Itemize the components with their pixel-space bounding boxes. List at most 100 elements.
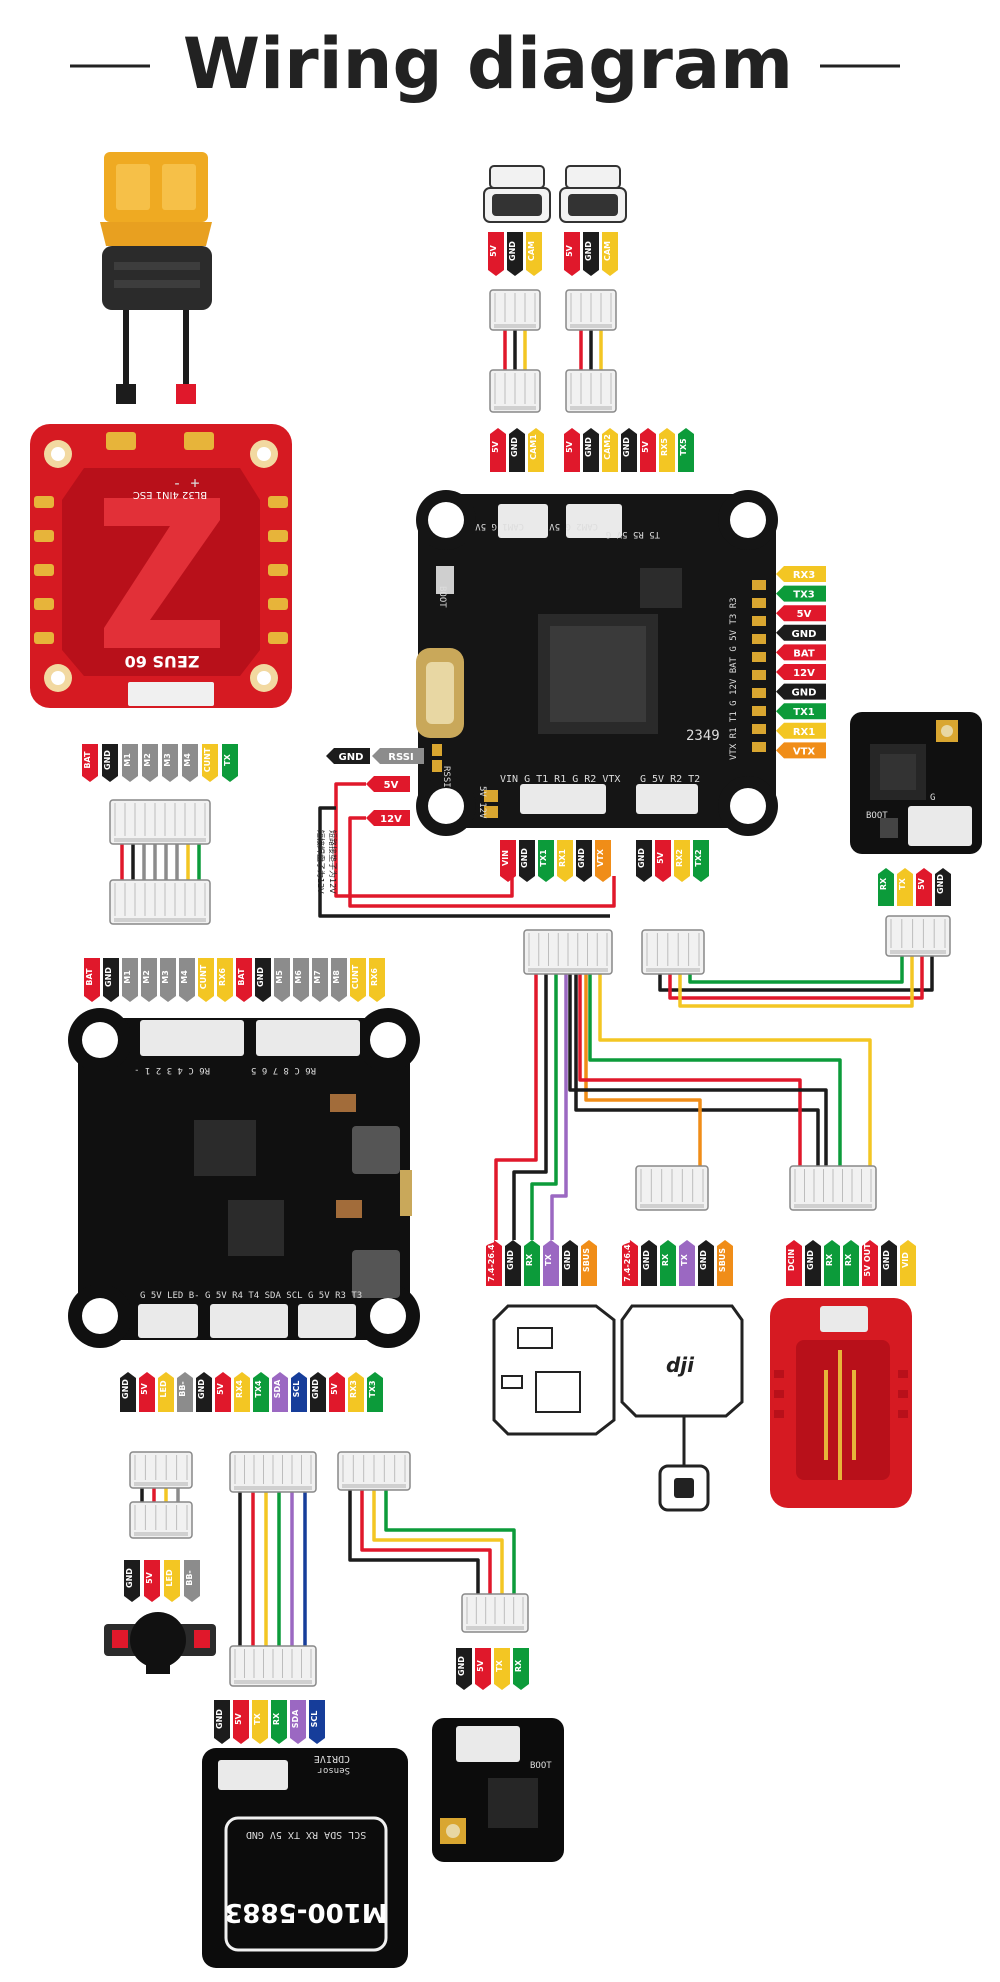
buzzer-connector-top-rib xyxy=(134,1482,188,1486)
dji-pin-2-shape xyxy=(524,1240,540,1286)
cam1-pin-2-text: CAM xyxy=(527,241,536,261)
fc-vtx-pin-2: TX1 xyxy=(538,840,554,882)
fc-silk-cam2: CAM2 G 5V xyxy=(549,521,598,531)
pdb-top-pin-10-shape xyxy=(274,958,290,1002)
rx2-connector-top-rib xyxy=(342,1484,406,1488)
gps-pin-1-text: 5V xyxy=(234,1712,243,1725)
fc-vtx-pin-2-text: TX1 xyxy=(539,849,548,867)
fc-right-pad-1-text: TX3 xyxy=(793,590,815,601)
cam2-connector-top xyxy=(565,289,617,331)
dji2-pin-3-text: TX xyxy=(680,1253,689,1265)
gps-model-label: M100-5883 xyxy=(224,1897,387,1927)
fc-gnd-pad-text: GND xyxy=(339,752,364,763)
gps-pin-0-shape xyxy=(214,1700,230,1744)
buzzer-pin-1: 5V xyxy=(144,1560,160,1602)
dji2-pin-2: RX xyxy=(660,1240,676,1286)
rx-wire-tx xyxy=(678,956,914,1008)
fc-vtx-pin-3: RX1 xyxy=(557,840,573,882)
esc-pin-3-text: M2 xyxy=(143,753,152,767)
pdb-top-pin-0-text: BAT xyxy=(85,968,94,986)
pdb-bottom-pin-9: SCL xyxy=(291,1372,307,1412)
gps-connector-bottom xyxy=(229,1645,317,1687)
fc-lower-right-pin-4-shape xyxy=(640,428,656,472)
pdb-bottom-pin-12-text: RX3 xyxy=(349,1380,358,1398)
gps-connector-top xyxy=(229,1451,317,1493)
fc-right-pad-2: 5V xyxy=(776,605,826,622)
camera-2 xyxy=(559,165,627,223)
fc-lower-right-pin-2: CAM2 xyxy=(602,428,618,472)
dji-pin-4: GND xyxy=(562,1240,578,1286)
dji2-connector xyxy=(635,1165,709,1211)
fc-right-pad-9: VTX xyxy=(776,742,826,759)
fc-rx-pin-0-shape xyxy=(636,840,652,882)
fc-right-pad-9-shape xyxy=(776,742,826,759)
rx2-connector-bottom xyxy=(461,1593,529,1633)
fc-lower-right-pin-2-shape xyxy=(602,428,618,472)
esc-silk-model: BL32 4IN1 ESC xyxy=(133,489,207,500)
rx-cable-connector xyxy=(641,929,705,975)
pdb-top-pin-12: M7 xyxy=(312,958,328,1002)
pdb-top-pin-6-text: CUNT xyxy=(199,964,208,989)
pdb-bottom-pin-5: 5V xyxy=(215,1372,231,1412)
cam1-pin-1-shape xyxy=(507,232,523,276)
fc-right-pad-3: GND xyxy=(776,624,826,641)
fc-lower-right-pin-3-text: GND xyxy=(622,437,631,457)
pdb-top-pin-11-text: M6 xyxy=(294,970,303,984)
pdb-bottom-pin-2-shape xyxy=(158,1372,174,1412)
fc-right-pad-3-text: GND xyxy=(792,629,817,640)
pdb-top-pin-15: RX6 xyxy=(369,958,385,1002)
hd-connector xyxy=(789,1165,877,1211)
cam2-pin-1-text: GND xyxy=(584,241,593,261)
hd-pin-3: RX xyxy=(843,1240,859,1286)
buzzer-connector-bottom xyxy=(129,1501,193,1539)
pdb-top-pin-2: M1 xyxy=(122,958,138,1002)
pdb-bottom-pin-6-shape xyxy=(234,1372,250,1412)
pdb-top-pin-8-shape xyxy=(236,958,252,1002)
pdb-top-pin-2-text: M1 xyxy=(123,970,132,984)
fc-right-pad-0-shape xyxy=(776,566,826,582)
fc-right-pad-3-shape xyxy=(776,624,826,641)
fc-pwr-wire-5v xyxy=(334,782,514,898)
buzzer-pin-0: GND xyxy=(124,1560,140,1602)
cam2-pin-2-text: CAM xyxy=(603,241,612,261)
pdb-silk-top: R6 C 4 3 2 1 - xyxy=(134,1065,210,1075)
esc-connector-bottom xyxy=(109,879,211,925)
rx2-connector-bottom-rib xyxy=(466,1626,524,1630)
fc-pwr-wire-12v xyxy=(348,816,616,908)
fc-right-pad-7-shape xyxy=(776,703,826,720)
dji2-pin-3: TX xyxy=(679,1240,695,1286)
esc-pin-4: M3 xyxy=(162,744,178,782)
dji-pin-0-shape xyxy=(486,1240,502,1286)
pdb-top-pin-14: CUNT xyxy=(350,958,366,1002)
pdb-top-pin-11-shape xyxy=(293,958,309,1002)
gps-pin-0: GND xyxy=(214,1700,230,1744)
fc-silk-side: VTX R1 T1 G 12V BAT G 5V T3 R3 xyxy=(729,597,739,760)
fc-lower-right-pin-1: GND xyxy=(583,428,599,472)
esc-4in1: - + ZEUS 60 BL32 4IN1 ESC BAT xyxy=(30,424,292,726)
rx2-wire-rx xyxy=(384,1490,516,1594)
gps-pin-1-shape xyxy=(233,1700,249,1744)
esc-pin-7-text: TX xyxy=(223,753,232,765)
vtx-wire-9 xyxy=(568,974,828,1170)
gps-pin-3-shape xyxy=(271,1700,287,1744)
gps-pin-5: SCL xyxy=(309,1700,325,1744)
gps-pin-4-text: SDA xyxy=(291,1709,300,1728)
pdb-bottom-pin-9-shape xyxy=(291,1372,307,1412)
pdb-bottom-pin-1: 5V xyxy=(139,1372,155,1412)
fc-lower-right-pin-0-shape xyxy=(564,428,580,472)
receiver-pin-1: TX xyxy=(897,868,913,906)
cam2-pin-0-text: 5V xyxy=(565,244,574,257)
fc-vtx-pin-4-text: GND xyxy=(577,848,586,868)
esc-pin-5: M4 xyxy=(182,744,198,782)
pdb-top-pin-2-shape xyxy=(122,958,138,1002)
fc-silk-rssi: RSSI xyxy=(441,766,451,788)
buzzer-pin-2-shape xyxy=(164,1560,180,1602)
pdb-top-pin-7-text: RX6 xyxy=(218,968,227,986)
dji2-pin-5-text: SBUS xyxy=(718,1248,727,1272)
gps-pin-5-shape xyxy=(309,1700,325,1744)
rx-wire-5v xyxy=(668,956,924,1000)
pdb-top-pin-1-shape xyxy=(103,958,119,1002)
fc-vtx-pin-1-shape xyxy=(519,840,535,882)
pdb-top-pin-15-text: RX6 xyxy=(370,968,379,986)
dji2-pin-5-shape xyxy=(717,1240,733,1286)
